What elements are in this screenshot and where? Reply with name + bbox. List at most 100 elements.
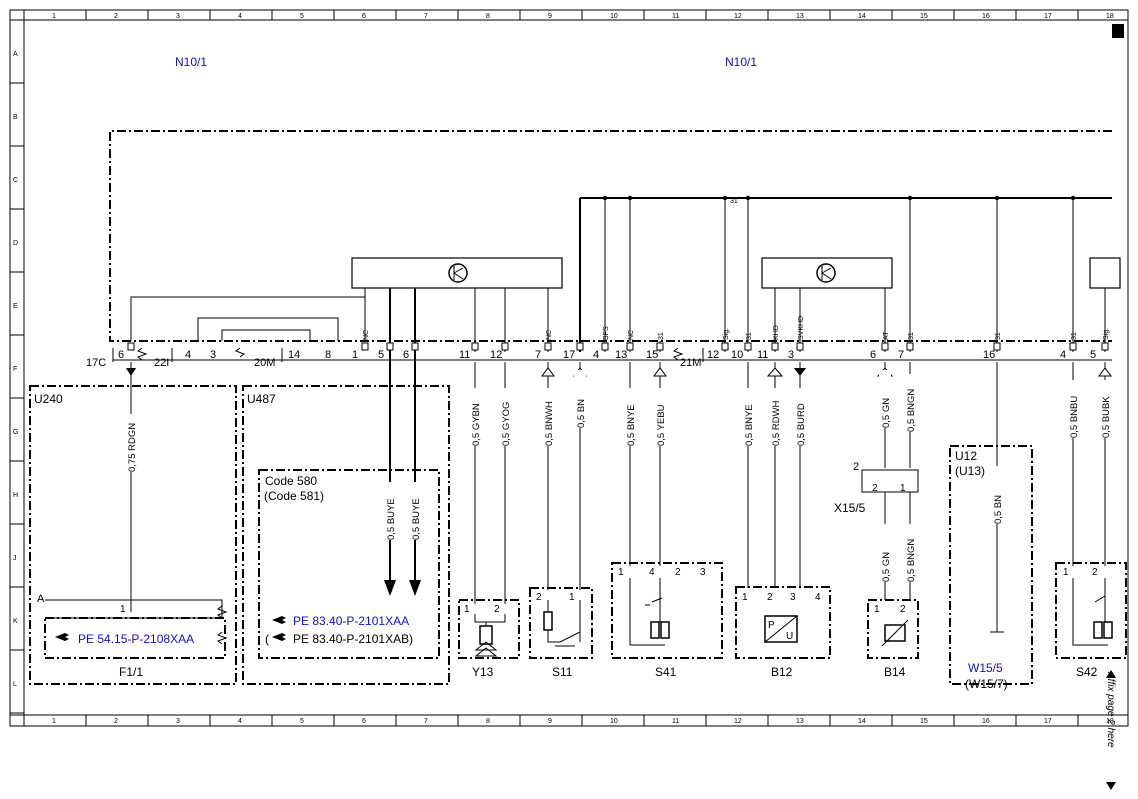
affix-note: Affix page 2 here	[1105, 671, 1116, 748]
pin-function: 31	[658, 332, 665, 340]
wire-label: 0,5 BNYE	[626, 404, 637, 446]
component-pin: 2	[536, 592, 542, 603]
component-y13	[458, 599, 520, 659]
pin-number: 8	[325, 349, 331, 361]
ref-link-1-text[interactable]: PE 54.15-P-2108XAA	[78, 632, 194, 646]
b12-pressure-label: P	[768, 620, 775, 631]
module-label-left: N10/1	[175, 55, 207, 69]
connector-20m: 20M	[254, 357, 275, 369]
wire-label: 0,5 YEBU	[656, 404, 667, 446]
transistor-icon	[816, 263, 836, 283]
pin-terminal	[386, 342, 394, 351]
group-label-u12: U12	[955, 449, 977, 463]
pin-terminal	[906, 342, 914, 351]
ref-3-text: PE 83.40-P-2101XAB)	[293, 632, 413, 646]
col-label-bottom: 3	[176, 718, 180, 725]
group-u487	[242, 385, 450, 685]
col-label-top: 6	[362, 13, 366, 20]
group-label-u13: (U13)	[955, 464, 985, 478]
pin-terminal	[796, 342, 804, 351]
pin-function: NC	[628, 330, 635, 340]
component-pin: 1	[900, 483, 906, 494]
col-label-top: 9	[548, 13, 552, 20]
pin-terminal	[744, 342, 752, 351]
frame	[9, 9, 1129, 727]
pin-function: BFS	[603, 326, 610, 340]
col-label-top: 14	[858, 13, 866, 20]
pin-function: NC	[546, 330, 553, 340]
x155-shield-pin: 2	[853, 461, 859, 473]
component-label: S11	[552, 665, 573, 679]
x155-label: X15/5	[834, 501, 866, 515]
output-stage-box-2	[761, 257, 893, 289]
component-pin: 2	[494, 604, 500, 615]
pin-number: 5	[378, 349, 384, 361]
pin-terminal	[1101, 342, 1109, 351]
ref-link-2[interactable]: PE 83.40-P-2101XAA	[272, 614, 409, 628]
component-label: (W15/7)	[965, 677, 1008, 691]
component-pin: 1	[464, 604, 470, 615]
pin-number: 14	[288, 349, 300, 361]
wire-label: 0,5 GYOG	[501, 402, 512, 446]
col-label-top: 4	[238, 13, 242, 20]
row-label: E	[13, 303, 18, 310]
component-pin: 1	[569, 592, 575, 603]
component-s41	[611, 562, 723, 659]
col-label-bottom: 4	[238, 718, 242, 725]
row-label: C	[13, 177, 18, 184]
component-label: S41	[655, 665, 677, 679]
col-label-top: 1	[52, 13, 56, 20]
pin-terminal	[656, 342, 664, 351]
wire-label: 0,5 BN	[576, 399, 587, 428]
pin-number: 4	[185, 349, 191, 361]
wire-label: 0,5 BUYE	[411, 498, 422, 540]
col-label-top: 7	[424, 13, 428, 20]
component-pin: 2	[872, 483, 878, 494]
pin-function: 31	[908, 332, 915, 340]
wire-label: 0,5 GN	[881, 398, 892, 428]
col-label-top: 18	[1106, 13, 1114, 20]
output-stage-box-1	[351, 257, 563, 289]
connector-22i: 22I	[154, 357, 169, 369]
component-label: B12	[771, 665, 793, 679]
b12-voltage-label: U	[786, 631, 793, 642]
component-label: F1/1	[119, 665, 143, 679]
pin-terminal	[471, 342, 479, 351]
group-u240	[29, 385, 237, 685]
wire-label: 0,5 BNYE	[744, 404, 755, 446]
col-label-top: 3	[176, 13, 180, 20]
wire-label: 0,5 BNWH	[544, 401, 555, 446]
ref-link-2-text[interactable]: PE 83.40-P-2101XAA	[293, 614, 409, 628]
pin-function: NC	[363, 330, 370, 340]
group-u12	[949, 445, 1033, 685]
col-label-bottom: 7	[424, 718, 428, 725]
col-label-top: 8	[486, 13, 490, 20]
component-b14	[867, 599, 919, 659]
code-box	[258, 469, 440, 659]
wire-label: 0,75 RDGN	[127, 423, 138, 472]
pin-number: 17	[563, 349, 575, 361]
pin-number: 3	[788, 349, 794, 361]
component-pin: 2	[767, 592, 773, 603]
component-pin: 1	[1063, 567, 1069, 578]
pin-function: 31	[1071, 332, 1078, 340]
pointing-hand-icon	[272, 633, 286, 641]
col-label-top: 12	[734, 13, 742, 20]
pointing-hand-icon	[55, 633, 69, 641]
wire-label: 0,5 GN	[881, 552, 892, 582]
wire-label: 0,5 BNGN	[906, 389, 917, 432]
row-label: J	[13, 555, 17, 562]
pin-number: 5	[1090, 349, 1096, 361]
col-label-bottom: 6	[362, 718, 366, 725]
col-label-bottom: 14	[858, 718, 866, 725]
pin-terminal	[544, 342, 552, 351]
row-label: H	[13, 492, 18, 499]
col-label-bottom: 8	[486, 718, 490, 725]
component-label: W15/5	[968, 661, 1003, 675]
pin-function: SVKHD	[798, 316, 805, 340]
pin-function: Sig.	[723, 328, 730, 340]
col-label-bottom: 13	[796, 718, 804, 725]
wire-label: 0,5 BN	[993, 495, 1004, 524]
ref-link-1[interactable]: PE 54.15-P-2108XAA	[55, 632, 194, 646]
